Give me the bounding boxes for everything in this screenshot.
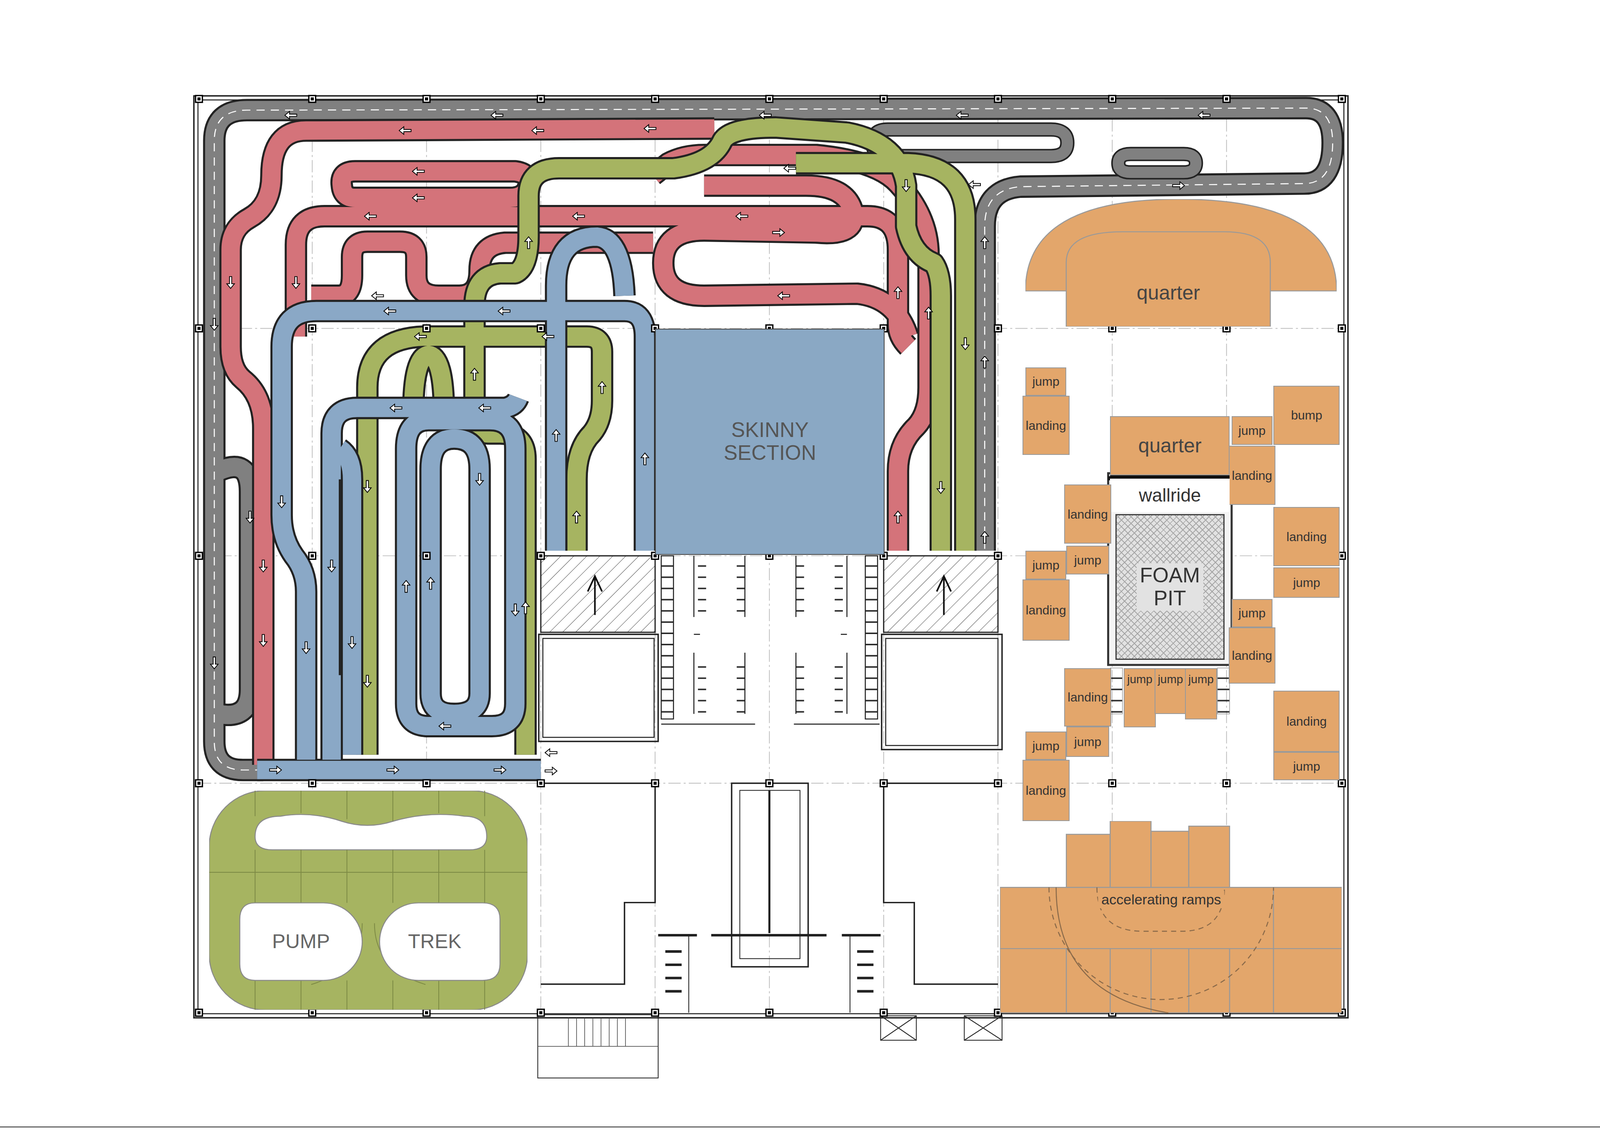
area-label: landing (1232, 468, 1273, 483)
area-label: jump (1292, 575, 1320, 590)
wallride-band: wallride (1110, 475, 1230, 513)
skinny-section: SKINNY SECTION (655, 328, 885, 556)
area-label: landing (1025, 603, 1067, 618)
landing-box: landing (1064, 484, 1112, 544)
area-label: landing (1286, 714, 1328, 729)
jump-box: jump (1025, 367, 1067, 397)
quarter-box: quarter (1110, 416, 1230, 476)
quarter-ramp-outline (1025, 199, 1337, 327)
area-label: jump (1032, 558, 1060, 573)
landing-box: landing (1228, 627, 1276, 684)
jump-box: jump (1025, 550, 1067, 580)
jump-box: jump (1273, 752, 1340, 781)
area-label: FOAM PIT (1136, 563, 1204, 611)
area-label: jump (1074, 735, 1102, 749)
area-label: quarter (1138, 435, 1202, 458)
label-anchor: PUMP (272, 930, 330, 953)
jump-box: jump (1273, 567, 1340, 598)
area-label: jump (1238, 606, 1266, 620)
landing-box: landing (1022, 395, 1070, 455)
jump-box: jump (1066, 726, 1110, 758)
label-anchor: TREK (407, 930, 462, 953)
area-label: wallride (1138, 485, 1201, 506)
landing-box: landing (1064, 668, 1112, 727)
bump-box: bump (1273, 385, 1340, 445)
jump-box: jump (1123, 668, 1156, 728)
area-label: jump (1188, 673, 1214, 687)
quarter-ramp: quarter (1025, 199, 1337, 327)
landing-box: landing (1022, 760, 1070, 822)
jump-box: jump (1231, 599, 1273, 628)
area-label: quarter (1136, 281, 1200, 304)
area-label: landing (1025, 783, 1067, 798)
area-label: PUMP (272, 930, 330, 953)
area-label: landing (1286, 530, 1328, 544)
area-label: landing (1067, 690, 1108, 705)
landing-box: landing (1228, 445, 1276, 505)
landing-box: landing (1273, 690, 1340, 753)
accelerating-ramps: accelerating ramps (1000, 821, 1342, 1013)
area-label: landing (1067, 507, 1108, 522)
jump-box: jump (1231, 416, 1273, 445)
area-label: accelerating ramps (1097, 890, 1225, 909)
area-label: TREK (407, 930, 462, 953)
area-label: jump (1127, 673, 1153, 687)
landing-box: landing (1022, 579, 1070, 641)
area-label: bump (1290, 408, 1323, 423)
landing-box: landing (1273, 507, 1340, 567)
pump-track-outline (209, 790, 528, 1011)
jump-box: jump (1154, 668, 1187, 715)
area-label: jump (1157, 673, 1184, 687)
pump-track: PUMP TREK (209, 790, 528, 1011)
jump-box: jump (1185, 668, 1218, 720)
area-label: jump (1032, 739, 1060, 753)
area-label: landing (1232, 648, 1273, 663)
area-label: jump (1238, 423, 1266, 438)
label-anchor: accelerating ramps (1097, 892, 1225, 908)
area-label: jump (1292, 759, 1320, 774)
jump-box: jump (1025, 731, 1067, 761)
foam-pit: FOAM PIT (1115, 514, 1225, 660)
label-anchor: quarter (1136, 281, 1200, 304)
accelerating-ramps-outline (1000, 821, 1342, 1013)
area-label: landing (1025, 418, 1067, 433)
area-label: SKINNY SECTION (723, 418, 817, 465)
area-label: jump (1032, 374, 1060, 389)
area-label: jump (1074, 553, 1102, 568)
jump-box: jump (1066, 545, 1110, 575)
